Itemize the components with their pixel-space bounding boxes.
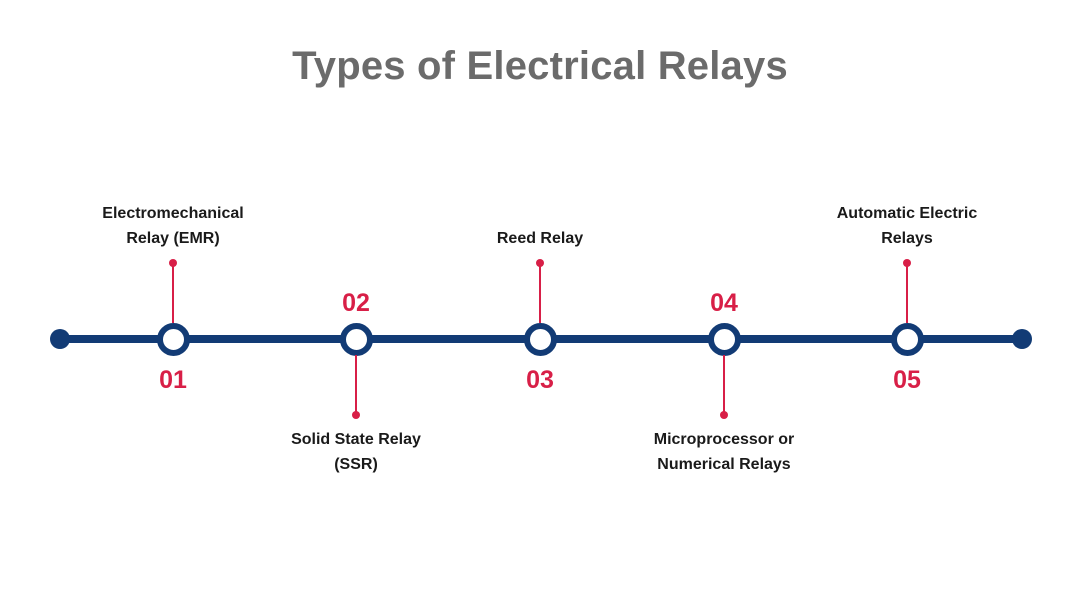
timeline-number-03: 03 xyxy=(526,366,554,394)
timeline-connector-dot-01 xyxy=(169,259,177,267)
timeline-connector-03 xyxy=(539,263,541,323)
timeline-connector-dot-02 xyxy=(352,411,360,419)
timeline-label-line: Reed Relay xyxy=(496,230,584,247)
timeline-label-03: Reed Relay xyxy=(430,226,650,251)
timeline-marker-04[interactable] xyxy=(708,323,741,356)
timeline-marker-03[interactable] xyxy=(524,323,557,356)
timeline-label-04: Microprocessor or Numerical Relays xyxy=(614,427,834,477)
timeline-label-line: Relay (EMR) xyxy=(126,230,220,247)
timeline-connector-04 xyxy=(723,355,725,415)
timeline-connector-dot-03 xyxy=(536,259,544,267)
timeline-axis-end-cap xyxy=(1012,329,1032,349)
timeline-label-line: Microprocessor or xyxy=(653,431,795,448)
timeline-label-line: Solid State Relay xyxy=(291,431,421,448)
timeline-number-01: 01 xyxy=(159,366,187,394)
timeline-connector-dot-04 xyxy=(720,411,728,419)
timeline-number-05: 05 xyxy=(893,366,921,394)
timeline-number-02: 02 xyxy=(342,289,370,317)
timeline-number-04: 04 xyxy=(710,289,738,317)
timeline-connector-01 xyxy=(172,263,174,323)
timeline-connector-05 xyxy=(906,263,908,323)
timeline-label-line: Automatic Electric xyxy=(836,205,978,222)
timeline-marker-01[interactable] xyxy=(157,323,190,356)
timeline-label-line: (SSR) xyxy=(334,456,378,473)
timeline-marker-05[interactable] xyxy=(891,323,924,356)
timeline-label-line: Numerical Relays xyxy=(657,456,791,473)
timeline-label-line: Relays xyxy=(881,230,933,247)
timeline-connector-02 xyxy=(355,355,357,415)
timeline-label-line: Electromechanical xyxy=(102,205,244,222)
timeline-connector-dot-05 xyxy=(903,259,911,267)
timeline-marker-02[interactable] xyxy=(340,323,373,356)
timeline-axis-start-cap xyxy=(50,329,70,349)
page-title: Types of Electrical Relays xyxy=(292,44,788,88)
timeline-label-02: Solid State Relay (SSR) xyxy=(246,427,466,477)
